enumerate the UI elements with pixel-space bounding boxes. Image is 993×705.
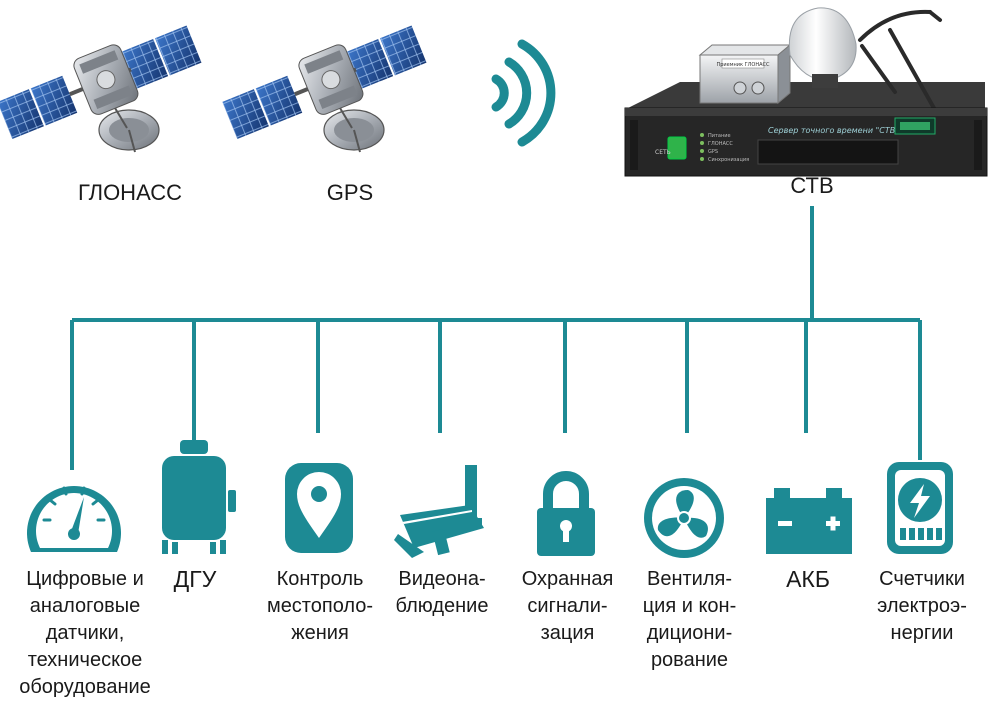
power-label: СЕТЬ: [655, 149, 671, 156]
fan-icon: [644, 478, 724, 558]
location-pin-icon: [285, 463, 353, 553]
glonass-label: ГЛОНАСС: [77, 180, 183, 205]
gps-satellite: [217, 15, 432, 153]
indicator-power-label: Питание: [708, 133, 731, 139]
connection-bus: [70, 206, 922, 470]
energy-meter-icon: [887, 462, 953, 554]
antenna-mount: [858, 9, 942, 112]
battery-icon: [766, 488, 852, 554]
server-model-text: Сервер точного времени "СТВ-01": [768, 126, 912, 135]
device-label-battery: АКБ: [786, 566, 830, 592]
time-server-device: Приемник ГЛОНАСС СЕТЬ Пита: [624, 7, 988, 177]
indicator-sync-label: Синхронизация: [708, 157, 749, 163]
indicator-leds: Питание ГЛОНАСС GPS Синхронизация: [700, 133, 749, 163]
gnss-antenna: [788, 7, 857, 88]
device-label-dgu: ДГУ: [173, 566, 217, 592]
cctv-camera-icon: [394, 465, 484, 558]
wireless-signal-icon: [491, 39, 556, 147]
generator-icon: [162, 440, 236, 554]
gps-label: GPS: [326, 180, 374, 205]
server-label: СТВ: [790, 173, 833, 198]
gauge-icon: [26, 486, 122, 552]
padlock-icon: [537, 471, 595, 556]
device-label-location: Контроль местополо- жения: [266, 568, 374, 644]
device-label-sensors: Цифровые и аналоговые датчики, техническ…: [19, 568, 151, 698]
receiver-module-label: Приемник ГЛОНАСС: [716, 62, 770, 68]
device-label-ventilation: Вентиля- ция и кон- дициони- рование: [642, 568, 737, 671]
device-label-meters: Счетчики электроэ- нергии: [877, 568, 967, 644]
satellite-icon: [0, 15, 207, 153]
indicator-glonass-label: ГЛОНАСС: [708, 141, 733, 147]
power-switch: [667, 136, 687, 160]
glonass-satellite: [0, 15, 207, 153]
indicator-gps-label: GPS: [708, 149, 718, 155]
device-label-video: Видеона- блюдение: [395, 568, 489, 617]
receiver-module: Приемник ГЛОНАСС: [698, 43, 792, 105]
device-label-alarm: Охранная сигнали- зация: [521, 568, 614, 644]
satellite-icon: [217, 15, 432, 153]
